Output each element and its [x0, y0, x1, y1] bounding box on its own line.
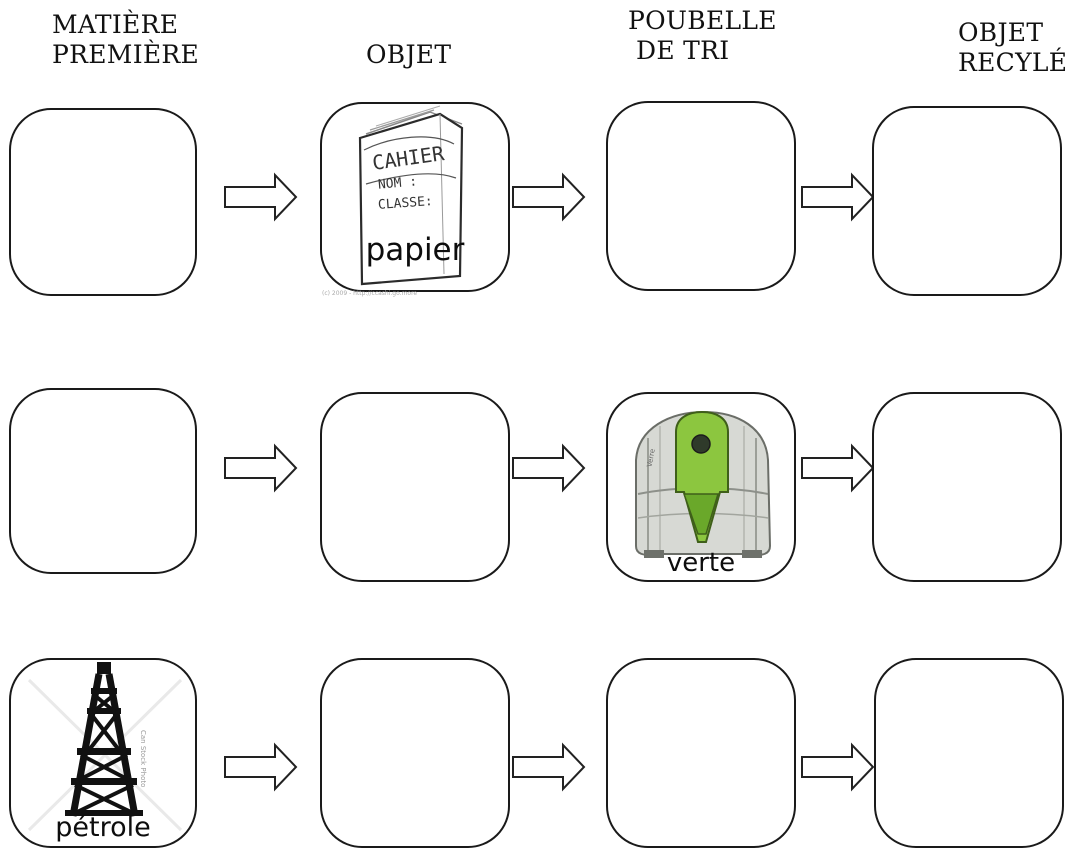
- row3-raw-material-box[interactable]: Can Stock Photo pétrole: [9, 658, 197, 848]
- caption-petrole: pétrole: [55, 812, 151, 843]
- arrow-right-icon: [512, 443, 586, 493]
- arrow-right-icon: [224, 742, 298, 792]
- oil-derrick-icon: [27, 662, 183, 832]
- caption-papier: papier: [365, 232, 465, 268]
- row2-object-box[interactable]: [320, 392, 510, 582]
- header-object: OBJET: [366, 40, 452, 69]
- notebook-icon: [358, 105, 464, 286]
- row3-object-box[interactable]: [320, 658, 510, 848]
- header-sorting-bin: POUBELLE DE TRI: [628, 6, 777, 65]
- row3-sorting-bin-box[interactable]: [606, 658, 796, 848]
- arrow-right-icon: [224, 172, 298, 222]
- arrow-right-icon: [801, 742, 875, 792]
- arrow-right-icon: [801, 172, 875, 222]
- row1-recycled-box[interactable]: [872, 106, 1062, 296]
- caption-verte: verte: [666, 548, 736, 578]
- row2-raw-material-box[interactable]: [9, 388, 197, 574]
- row1-raw-material-box[interactable]: [9, 108, 197, 296]
- row1-sorting-bin-box[interactable]: [606, 101, 796, 291]
- row1-object-box[interactable]: CAHIER NOM : CLASSE: papier: [320, 102, 510, 292]
- oil-watermark: Can Stock Photo: [139, 730, 147, 788]
- green-glass-bin-icon: [635, 410, 772, 558]
- row3-recycled-box[interactable]: [874, 658, 1064, 848]
- header-recycled-object: OBJET RECYLÉ: [958, 18, 1068, 77]
- row2-sorting-bin-box[interactable]: Verre verte: [606, 392, 796, 582]
- arrow-right-icon: [512, 742, 586, 792]
- row2-recycled-box[interactable]: [872, 392, 1062, 582]
- arrow-right-icon: [512, 172, 586, 222]
- arrow-right-icon: [224, 443, 298, 493]
- arrow-right-icon: [801, 443, 875, 493]
- header-raw-material: MATIÈRE PREMIÈRE: [52, 10, 200, 69]
- notebook-credit: (c) 2009 - http://ccashi.go.more: [322, 290, 418, 297]
